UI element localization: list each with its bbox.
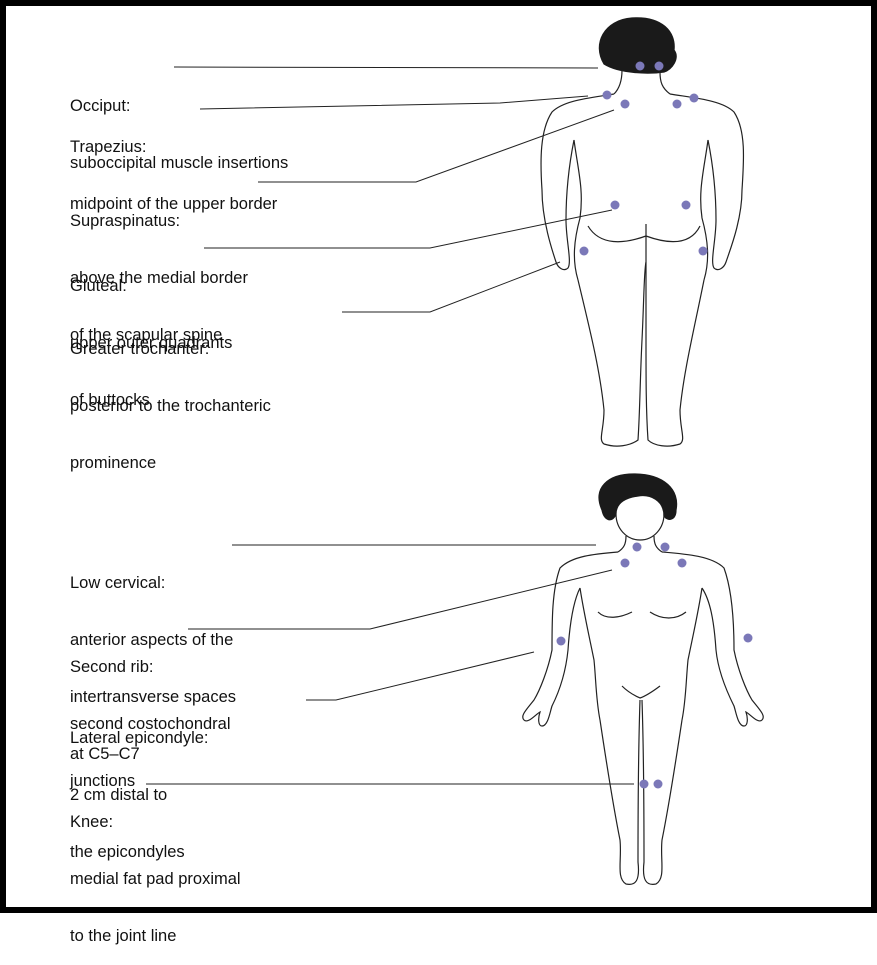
label-greater-trochanter: Greater trochanter: posterior to the tro… <box>70 302 271 492</box>
tender-point <box>690 94 699 103</box>
posterior-body-figure <box>541 18 744 446</box>
tender-point <box>603 91 612 100</box>
label-title: Supraspinatus: <box>70 212 248 231</box>
leader-line-lateral-epicondyle <box>306 652 534 700</box>
tender-point <box>633 543 642 552</box>
posterior-tender-points <box>580 62 708 256</box>
label-description: posterior to the trochanteric <box>70 397 271 416</box>
label-title: Lateral epicondyle: <box>70 729 209 748</box>
label-title: Trapezius: <box>70 138 277 157</box>
anterior-tender-points <box>557 543 753 789</box>
label-title: Greater trochanter: <box>70 340 271 359</box>
tender-point <box>636 62 645 71</box>
tender-point <box>744 634 753 643</box>
tender-point <box>580 247 589 256</box>
tender-point <box>673 100 682 109</box>
leader-line-second-rib <box>188 570 612 629</box>
label-title: Low cervical: <box>70 574 236 593</box>
tender-point <box>699 247 708 256</box>
tender-point <box>654 780 663 789</box>
tender-point <box>621 100 630 109</box>
leader-line-greater-trochanter <box>342 262 560 312</box>
label-description: prominence <box>70 454 271 473</box>
tender-point <box>661 543 670 552</box>
label-title: Gluteal: <box>70 277 232 296</box>
leader-line-supraspinatus <box>258 110 614 182</box>
tender-point <box>640 780 649 789</box>
tender-point <box>621 559 630 568</box>
tender-point <box>557 637 566 646</box>
label-knee: Knee: medial fat pad proximal to the joi… <box>70 775 241 965</box>
label-description: medial fat pad proximal <box>70 870 241 889</box>
tender-point <box>682 201 691 210</box>
anterior-body-figure <box>523 474 764 884</box>
tender-point <box>678 559 687 568</box>
label-title: Second rib: <box>70 658 231 677</box>
tender-point <box>611 201 620 210</box>
anterior-hair <box>599 474 677 520</box>
label-description: to the joint line <box>70 927 241 946</box>
label-title: Knee: <box>70 813 241 832</box>
tender-point <box>655 62 664 71</box>
